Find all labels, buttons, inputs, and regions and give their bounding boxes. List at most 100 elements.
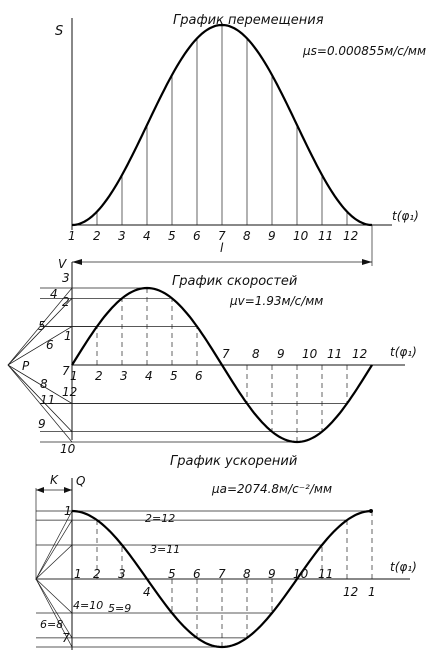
acceleration-tick-label: 5 [168, 567, 176, 581]
velocity-left-label: 3 [62, 271, 70, 285]
acceleration-axis-y-label: Q [76, 474, 85, 488]
length-arrow-left [72, 259, 82, 265]
velocity-pole-ray [7, 287, 73, 366]
acceleration-tick-label: 12 [343, 585, 358, 599]
acceleration-tick-label: 8 [243, 567, 251, 581]
velocity-left-label: 5 [38, 319, 46, 333]
displacement-title: График перемещения [173, 13, 324, 28]
velocity-tick-label: 6 [195, 369, 203, 383]
velocity-tick-label: 5 [170, 369, 178, 383]
velocity-tick-label: 12 [352, 347, 367, 361]
velocity-scale-label: μv=1.93м/с/мм [229, 294, 323, 308]
velocity-tick-label: 7 [222, 347, 230, 361]
acceleration-tick-label: 7 [218, 567, 226, 581]
velocity-tick-label: 4 [145, 369, 153, 383]
velocity-title: График скоростей [172, 274, 297, 289]
pair-label-5-9: 5=9 [108, 602, 131, 615]
velocity-tick-label: 8 [252, 347, 260, 361]
acceleration-scale-label: μa=2074.8м/с⁻²/мм [211, 482, 332, 496]
displacement-axis-y-label: S [55, 24, 63, 39]
displacement-tick-label: 3 [118, 229, 126, 243]
acceleration-tick-label: 4 [143, 585, 151, 599]
acceleration-tick-label: 9 [268, 567, 276, 581]
displacement-graph: График перемещения S μs=0.000855м/с/мм t… [55, 13, 426, 266]
acceleration-tick-label: 1 [368, 585, 376, 599]
velocity-left-label: 12 [62, 385, 77, 399]
velocity-pole-ray [7, 364, 73, 432]
velocity-pole-rays [7, 287, 73, 443]
acceleration-pole-ray [35, 519, 73, 580]
acceleration-tick-label: 2 [93, 567, 101, 581]
velocity-axis-y-label: V [58, 257, 67, 271]
acceleration-projection-lines [36, 510, 372, 648]
velocity-tick-label: 11 [327, 347, 342, 361]
velocity-left-label: 2 [62, 295, 70, 309]
velocity-projection-lines [40, 287, 347, 443]
velocity-tick-label: 10 [302, 347, 318, 361]
displacement-curve [71, 23, 373, 227]
acceleration-axis-x-label: t(φ₁) [390, 560, 417, 574]
k-label: K [50, 473, 59, 487]
acceleration-pole-ray [35, 544, 73, 580]
acceleration-tick-label: 11 [318, 567, 333, 581]
acceleration-curve [71, 509, 373, 649]
k-arrow-left [36, 487, 44, 493]
displacement-tick-label: 2 [93, 229, 101, 243]
velocity-left-label: 7 [62, 364, 70, 378]
displacement-ordinates [96, 25, 348, 225]
displacement-tick-label: 8 [243, 229, 251, 243]
velocity-tick-label: 1 [70, 369, 78, 383]
displacement-tick-label: 11 [318, 229, 333, 243]
acceleration-tick-label: 10 [293, 567, 309, 581]
displacement-tick-label: 12 [343, 229, 358, 243]
velocity-tick-label: 2 [95, 369, 103, 383]
velocity-pole-label: P [22, 359, 30, 373]
velocity-curve [71, 286, 373, 444]
acceleration-pole-ray [35, 578, 73, 614]
acceleration-end-point [369, 509, 373, 513]
displacement-tick-label: 6 [193, 229, 201, 243]
pair-label-2-12: 2=12 [145, 512, 175, 525]
acceleration-tick-label: 3 [118, 567, 126, 581]
pair-label-4-10: 4=10 [73, 599, 103, 612]
acceleration-pole-ray [35, 578, 73, 639]
displacement-tick-label: 1 [68, 229, 76, 243]
velocity-axis-x-label: t(φ₁) [390, 345, 417, 359]
velocity-ordinates [96, 288, 348, 442]
acceleration-left-label-7: 7 [62, 631, 70, 645]
acceleration-pole-ray [35, 510, 73, 580]
velocity-left-label: 9 [38, 417, 46, 431]
acceleration-ordinates [96, 511, 373, 647]
k-arrow-right [64, 487, 72, 493]
velocity-pole-ray [7, 326, 73, 366]
velocity-left-label: 1 [64, 329, 72, 343]
acceleration-graph: График ускорений Q μa=2074.8м/с⁻²/мм K t… [35, 454, 417, 650]
acceleration-pole-rays [35, 510, 73, 648]
velocity-pole-ray [7, 364, 73, 443]
displacement-tick-label: 4 [143, 229, 151, 243]
displacement-tick-label: 10 [293, 229, 309, 243]
displacement-tick-label: 7 [218, 229, 226, 243]
acceleration-left-label-1: 1 [64, 504, 72, 518]
velocity-left-label: 6 [46, 338, 54, 352]
acceleration-pole-ray [35, 578, 73, 648]
displacement-scale-label: μs=0.000855м/с/мм [302, 44, 426, 58]
velocity-left-label: 11 [40, 393, 55, 407]
acceleration-tick-label: 1 [74, 567, 82, 581]
displacement-tick-label: 5 [168, 229, 176, 243]
acceleration-title: График ускорений [170, 454, 297, 469]
pair-label-3-11: 3=11 [150, 543, 180, 556]
velocity-graph: График скоростей V μv=1.93м/с/мм t(φ₁) P… [7, 257, 417, 456]
acceleration-tick-label: 6 [193, 567, 201, 581]
displacement-axis-x-label: t(φ₁) [392, 209, 419, 223]
length-label: l [220, 241, 224, 255]
velocity-left-label: 8 [40, 377, 48, 391]
velocity-tick-label: 3 [120, 369, 128, 383]
length-arrow-right [362, 259, 372, 265]
pair-label-6-8: 6=8 [40, 618, 63, 631]
